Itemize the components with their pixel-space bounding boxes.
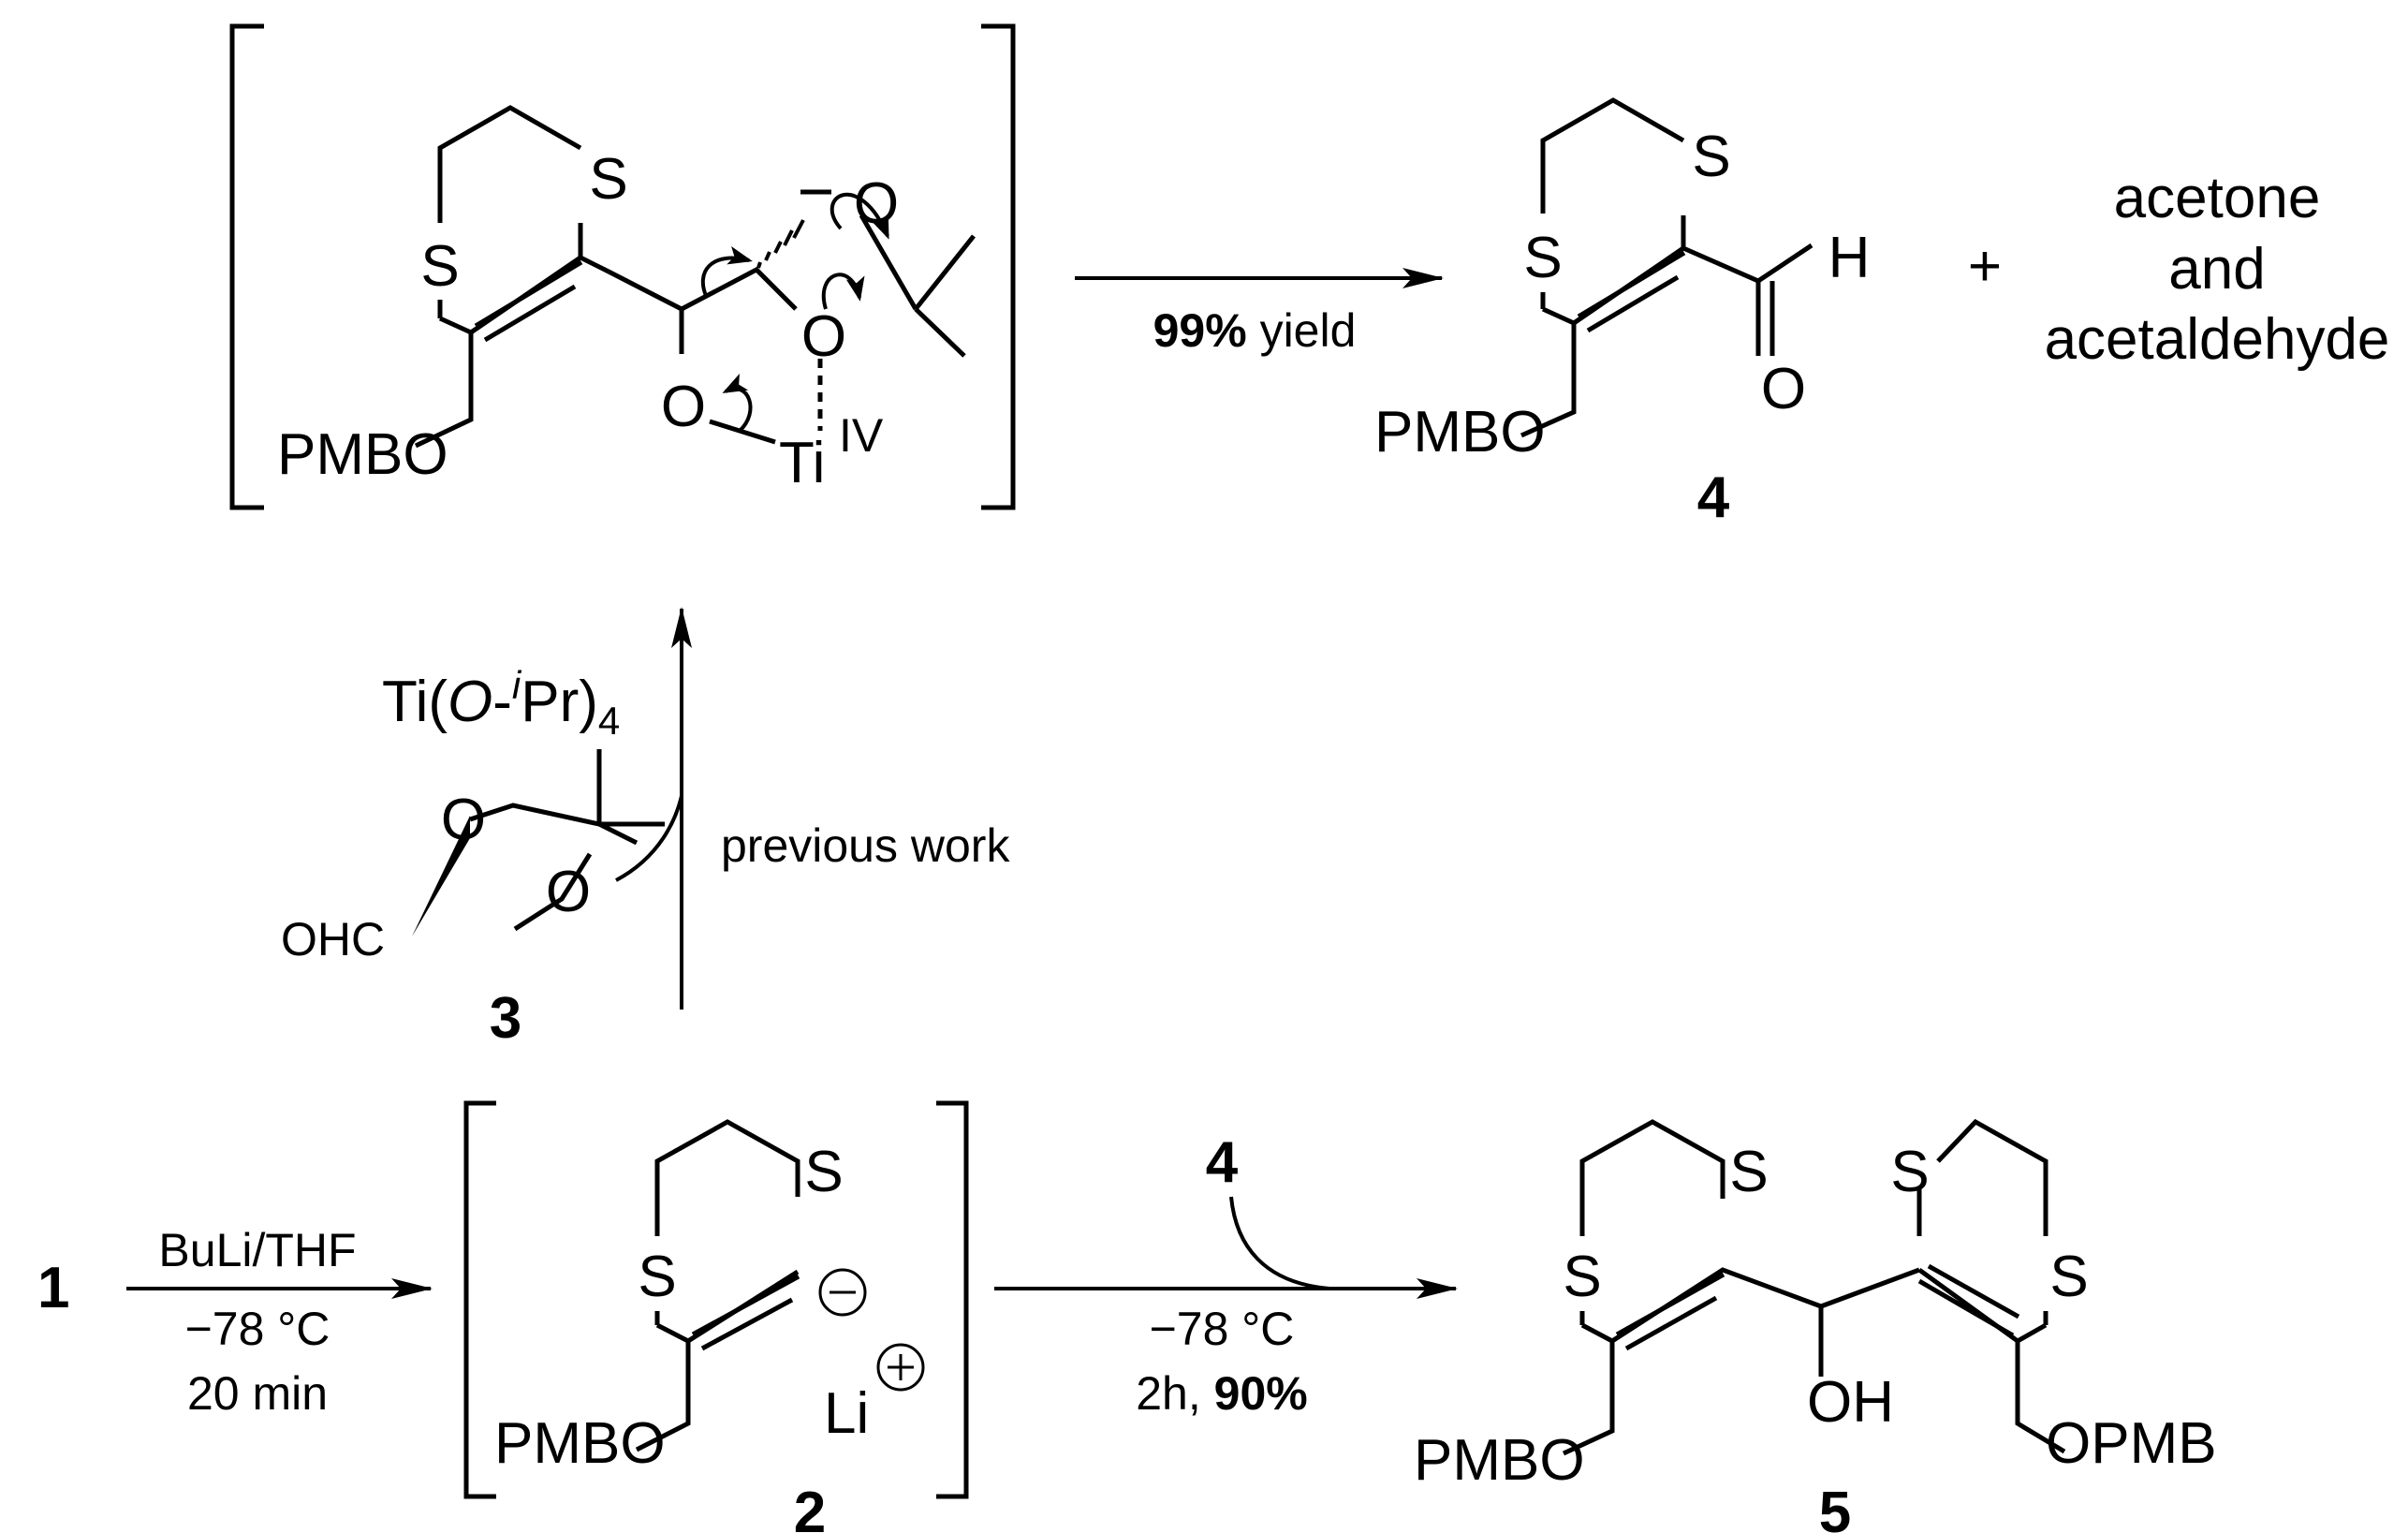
plus-sign: + [1968,234,2002,299]
c5-right-ch2-bond [2015,1341,2066,1454]
sidechain-bonds [607,266,798,354]
c3-ohc: OHC [281,913,385,965]
atom-s-top: S [589,147,627,212]
c4-double-bond [1577,250,1686,333]
c4-ring-bonds [1540,97,1813,326]
c2-atom-li: Li [824,1381,869,1446]
compound-number-1: 1 [37,1256,69,1320]
c2-double-bond [691,1274,800,1351]
c4-atom-s-left: S [1523,226,1562,290]
c5-left-ring-bonds [1579,1119,1822,1344]
dioxolane-bonds [800,189,976,358]
left-bracket [229,23,264,510]
atom-s-left: S [420,234,459,299]
byproduct-acetone: acetone [2114,166,2321,230]
c3-atom-o-top: O [441,788,486,852]
compound-4: S S H O PMBO 4 [1374,97,1871,530]
hashed-bond [756,219,805,269]
c2-positive-charge-plus [888,1354,914,1380]
c5-atom-s-2: S [1563,1245,1601,1309]
compound-number-2: 2 [794,1481,826,1533]
c4-carbonyl [1755,281,1775,356]
c5-carbinol-bonds [1818,1267,1920,1377]
c2-left-bracket [463,1100,496,1499]
c2-ch2-bond [635,1341,691,1452]
right-bracket [981,23,1016,510]
curved-arrow-1 [700,245,753,299]
c5-atom-s-4: S [2049,1245,2088,1309]
c2-atom-s-top: S [804,1140,843,1204]
c5-oh: OH [1807,1370,1894,1435]
pmbo-top: PMBO [277,422,448,487]
previous-work-label: previous work [721,819,1010,872]
c2-pmbo: PMBO [494,1411,666,1476]
c3-dioxolane-bonds [469,749,665,932]
c2-atom-s-left: S [638,1245,676,1309]
c3-wedge-bond [412,816,470,936]
step3-reagent-4: 4 [1206,1130,1239,1195]
curved-arrow-3 [821,273,865,310]
c5-right-ring-bonds [1916,1118,2048,1344]
byproduct-acetaldehyde: acetaldehyde [2045,307,2390,372]
atom-ti: Ti [779,431,825,495]
c5-atom-s-3: S [1890,1140,1929,1204]
c4-ch2-bond [1520,323,1577,438]
ti-oxidation-state: IV [839,409,884,462]
c5-pmbo: PMBO [1414,1428,1585,1493]
atom-o-alkoxide: O [661,375,706,439]
ti-intermediate: S S O O O Ti IV PMBO [229,23,1016,510]
ti-reagent: Ti(O-iPr)4 [382,663,620,743]
dithiin-ring-bonds [437,105,610,335]
curved-arrow-2 [830,192,889,240]
c5-right-double-bond [1917,1263,2020,1338]
yield-99: 99% yield [1153,304,1357,357]
byproduct-and: and [2168,237,2265,302]
curved-arrow-4 [722,373,753,433]
step1-reagent: BuLi/THF [158,1224,356,1276]
c4-atom-s-top: S [1692,125,1730,189]
c3-atom-o-bottom: O [546,860,591,924]
c2-positive-charge-circle [876,1343,925,1392]
compound-number-3: 3 [490,986,521,1051]
step3-temp: −78 °C [1150,1303,1295,1355]
c5-left-double-bond [1615,1272,1725,1351]
compound-5: S S S S OH PMBO OPMB 5 [1414,1118,2217,1533]
ch2-opmb-bond [414,332,474,449]
c3-curved-add [615,795,683,882]
c5-opmb: OPMB [2046,1411,2217,1476]
c4-atom-h: H [1828,226,1871,290]
atom-o-dioxolane-bottom: O [801,304,846,369]
step3-time-yield: 2h, 90% [1136,1367,1307,1420]
c4-pmbo: PMBO [1374,400,1546,464]
compound-number-5: 5 [1819,1481,1851,1533]
c2-negative-charge-circle [818,1268,867,1317]
ring-double-bond [474,259,583,343]
compound-3: O O OHC 3 [281,749,683,1051]
c2-right-bracket [936,1100,969,1499]
ti-bonds [709,419,776,445]
c5-left-ch2-bond [1562,1341,1615,1456]
atom-o-dioxolane-top: O [854,171,899,236]
step1-temp: −78 °C [185,1303,330,1355]
compound-2: S S Li PMBO 2 [463,1100,969,1533]
compound-number-4: 4 [1697,465,1730,530]
c2-ring-bonds [654,1119,800,1344]
c5-atom-s-1: S [1729,1140,1768,1204]
step1-time: 20 min [187,1367,328,1420]
reagent-4-curved-arrow [1229,1196,1330,1290]
c4-atom-o: O [1761,357,1806,421]
